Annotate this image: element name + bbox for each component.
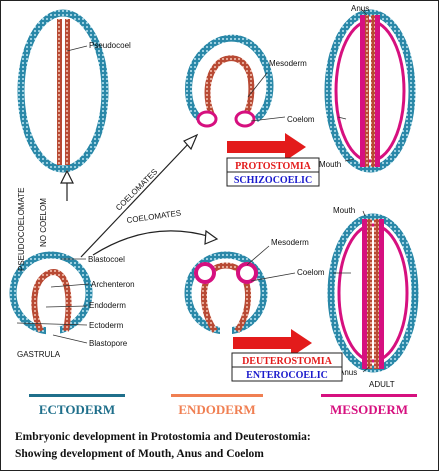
- legend-endoderm: ENDODERM: [171, 394, 263, 417]
- arrow-to-enterocoelic: [92, 230, 212, 256]
- label-anus-top: Anus: [351, 4, 369, 13]
- legend-ectoderm: ECTODERM: [29, 394, 125, 417]
- label-mesoderm-top: Mesoderm: [269, 59, 307, 68]
- label-anus-bottom: Anus: [339, 368, 357, 377]
- label-coelomates-lower: COELOMATES: [126, 208, 182, 225]
- protostomia-box: PROTOSTOMIA SCHIZOCOELIC: [226, 157, 320, 187]
- label-blastocoel: Blastocoel: [88, 255, 125, 264]
- schizocoelic-embryo: [185, 34, 274, 128]
- caption-line-2: Showing development of Mouth, Anus and C…: [15, 448, 264, 460]
- legend: ECTODERM ENDODERM MESODERM: [29, 394, 417, 417]
- label-pseudocoelomate: PSEUDOCOELOMATE: [17, 188, 26, 271]
- deuterostomia-label: DEUTEROSTOMIA: [242, 356, 333, 367]
- gastrula: [9, 251, 93, 335]
- label-coelomates-upper: COELOMATES: [114, 167, 159, 212]
- label-no-coelom: NO COELOM: [39, 198, 48, 247]
- label-endoderm: Endoderm: [89, 301, 126, 310]
- caption: Embryonic development in Protostomia and…: [15, 431, 311, 460]
- deuterostome-adult: [327, 213, 419, 373]
- arrow-to-schizocoelic: [80, 140, 192, 258]
- protostomia-label: PROTOSTOMIA: [235, 161, 312, 172]
- label-blastopore: Blastopore: [89, 339, 128, 348]
- pathway-arrows: [60, 133, 312, 357]
- label-mouth-bottom: Mouth: [333, 206, 355, 215]
- legend-ectoderm-label: ECTODERM: [39, 402, 115, 417]
- label-coelom-top: Coelom: [287, 115, 315, 124]
- label-mouth-top: Mouth: [319, 160, 341, 169]
- red-arrow-protostomia: [227, 133, 306, 161]
- protostome-adult: [324, 9, 416, 173]
- leader-lines: [16, 8, 370, 373]
- schizocoelic-label: SCHIZOCOELIC: [234, 175, 312, 186]
- label-pseudocoel: Pseudocoel: [89, 41, 131, 50]
- enterocoelic-embryo: [184, 251, 268, 335]
- legend-mesoderm: MESODERM: [321, 394, 417, 417]
- legend-endoderm-label: ENDODERM: [178, 402, 255, 417]
- legend-mesoderm-swatch: [321, 394, 417, 397]
- enterocoelic-label: ENTEROCOELIC: [246, 370, 328, 381]
- red-arrow-deuterostomia: [233, 329, 312, 357]
- legend-endoderm-swatch: [171, 394, 263, 397]
- legend-ectoderm-swatch: [29, 394, 125, 397]
- label-coelom-bottom: Coelom: [297, 268, 325, 277]
- label-mesoderm-bottom: Mesoderm: [271, 238, 309, 247]
- caption-line-1: Embryonic development in Protostomia and…: [15, 431, 311, 443]
- label-ectoderm: Ectoderm: [89, 321, 124, 330]
- label-adult: ADULT: [369, 380, 395, 389]
- deuterostomia-box: DEUTEROSTOMIA ENTEROCOELIC: [231, 352, 343, 382]
- legend-mesoderm-label: MESODERM: [330, 402, 408, 417]
- pseudocoelomate-body: [17, 9, 109, 173]
- label-gastrula: GASTRULA: [17, 350, 61, 359]
- label-archenteron: Archenteron: [91, 280, 135, 289]
